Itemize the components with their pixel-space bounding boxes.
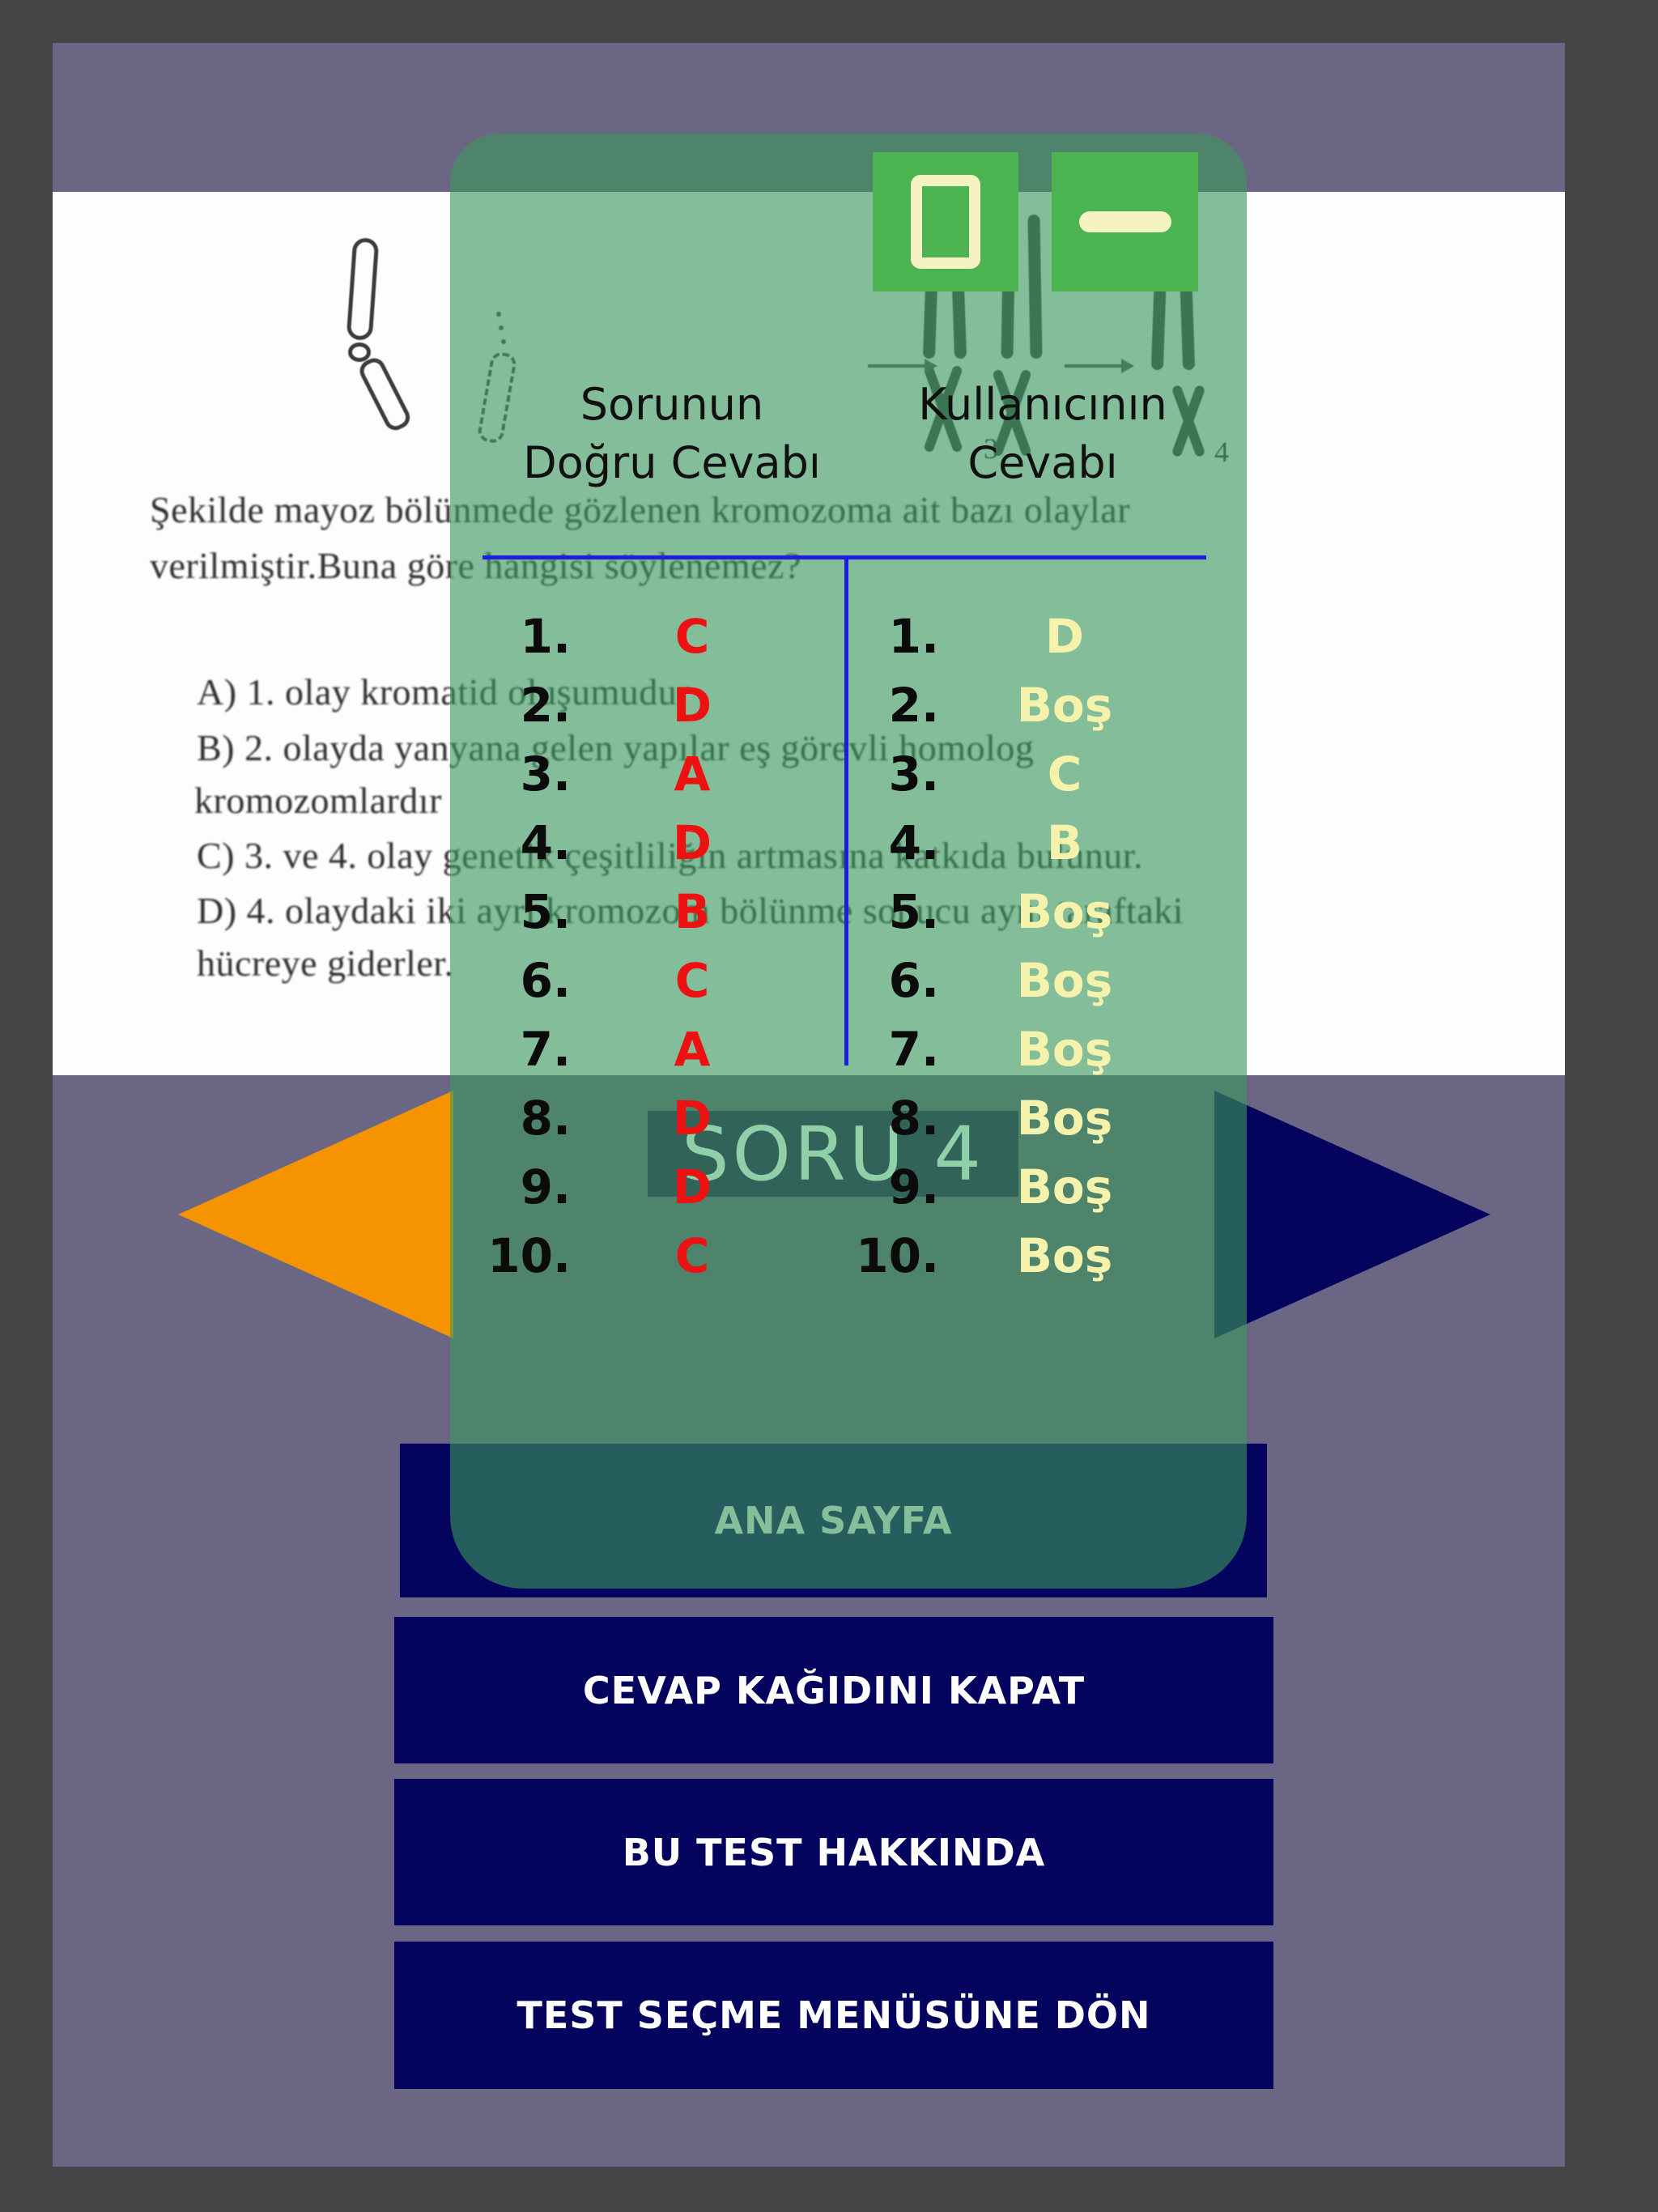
row-number: 3. <box>888 747 939 802</box>
back-to-test-menu-label: TEST SEÇME MENÜSÜNE DÖN <box>517 1993 1151 2037</box>
about-test-button[interactable]: BU TEST HAKKINDA <box>394 1779 1273 1925</box>
correct-answer: B <box>674 884 711 939</box>
user-answer-header: Kullanıcının <box>918 379 1167 430</box>
row-number: 1. <box>520 609 571 664</box>
correct-answer-header: Doğru Cevabı <box>523 437 821 488</box>
row-number: 4. <box>888 815 939 870</box>
row-number: 9. <box>520 1159 571 1214</box>
row-number: 10. <box>487 1228 571 1283</box>
row-number: 6. <box>520 953 571 1008</box>
question-line: kromozomlardır <box>194 780 442 821</box>
minimize-button[interactable] <box>1052 152 1198 291</box>
question-line: hücreye giderler. <box>197 942 454 984</box>
user-answer: Boş <box>1016 1091 1113 1146</box>
correct-answer: C <box>674 1228 710 1283</box>
correct-answer: D <box>672 678 712 733</box>
row-number: 3. <box>520 747 571 802</box>
correct-answer: D <box>672 1091 712 1146</box>
previous-question-arrow[interactable] <box>178 1091 453 1338</box>
correct-answer: D <box>672 1159 712 1214</box>
correct-answer-header: Sorunun <box>580 379 764 430</box>
correct-answer: D <box>672 815 712 870</box>
row-number: 1. <box>888 609 939 664</box>
row-number: 6. <box>888 953 939 1008</box>
user-answer-header: Cevabı <box>967 437 1118 488</box>
user-answer: Boş <box>1016 953 1113 1008</box>
back-to-test-menu-button[interactable]: TEST SEÇME MENÜSÜNE DÖN <box>394 1942 1273 2089</box>
user-answer: Boş <box>1016 884 1113 939</box>
row-number: 8. <box>520 1091 571 1146</box>
user-answer: Boş <box>1016 1228 1113 1283</box>
maximize-icon <box>911 175 980 269</box>
next-question-arrow[interactable] <box>1214 1091 1490 1338</box>
row-number: 5. <box>520 884 571 939</box>
question-indicator: SORU 4 <box>648 1111 1018 1197</box>
row-number: 7. <box>888 1022 939 1077</box>
row-number: 7. <box>520 1022 571 1077</box>
correct-answer: A <box>674 1022 711 1077</box>
correct-answer: A <box>674 747 711 802</box>
row-number: 5. <box>888 884 939 939</box>
question-indicator-label: SORU 4 <box>682 1110 984 1197</box>
vertical-divider <box>844 555 848 1066</box>
row-number: 10. <box>856 1228 939 1283</box>
maximize-button[interactable] <box>873 152 1018 291</box>
row-number: 2. <box>888 678 939 733</box>
user-answer: Boş <box>1016 678 1113 733</box>
row-number: 9. <box>888 1159 939 1214</box>
user-answer: B <box>1046 815 1083 870</box>
minimize-icon <box>1078 211 1171 232</box>
correct-answer: C <box>674 609 710 664</box>
close-answer-sheet-button[interactable]: CEVAP KAĞIDINI KAPAT <box>394 1617 1273 1763</box>
answer-sheet-panel <box>450 134 1247 1589</box>
close-answer-sheet-label: CEVAP KAĞIDINI KAPAT <box>582 1668 1086 1712</box>
user-answer: Boş <box>1016 1022 1113 1077</box>
about-test-label: BU TEST HAKKINDA <box>622 1830 1046 1874</box>
user-answer: D <box>1044 609 1085 664</box>
row-number: 4. <box>520 815 571 870</box>
correct-answer: C <box>674 953 710 1008</box>
row-number: 8. <box>888 1091 939 1146</box>
user-answer: Boş <box>1016 1159 1113 1214</box>
user-answer: C <box>1047 747 1082 802</box>
row-number: 2. <box>520 678 571 733</box>
